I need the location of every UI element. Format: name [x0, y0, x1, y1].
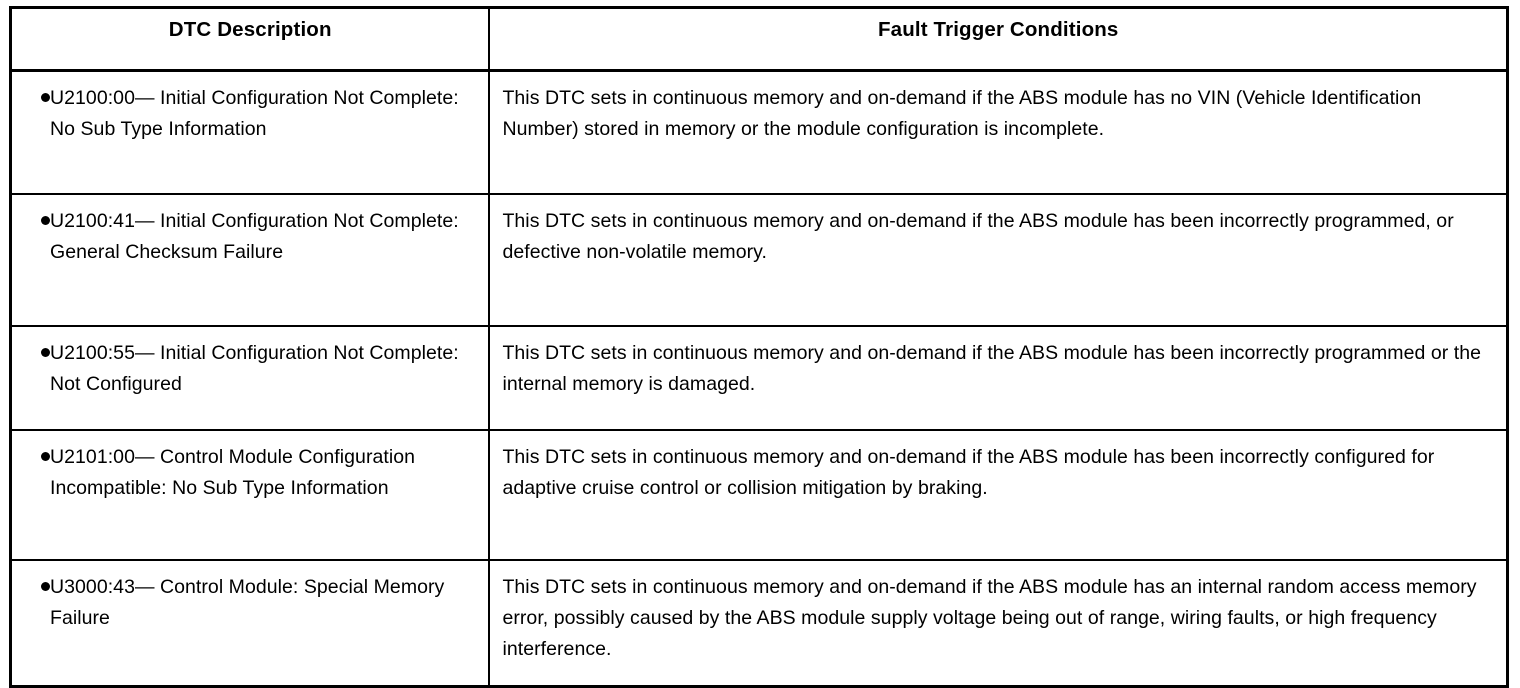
fault-trigger-condition-cell: This DTC sets in continuous memory and o…: [488, 69, 1509, 195]
dtc-description-cell: U2101:00— Control Module Configuration I…: [9, 429, 491, 561]
bullet-icon: [20, 83, 50, 114]
dtc-description-text: U2100:00— Initial Configuration Not Comp…: [50, 87, 459, 140]
fault-trigger-condition-text: This DTC sets in continuous memory and o…: [502, 210, 1454, 263]
fault-trigger-condition-text: This DTC sets in continuous memory and o…: [502, 576, 1477, 660]
table-header-row: DTC Description Fault Trigger Conditions: [9, 6, 1509, 72]
document-page: DTC Description Fault Trigger Conditions…: [0, 0, 1520, 570]
table-row: U2100:55— Initial Configuration Not Comp…: [9, 325, 1509, 431]
bullet-icon: [20, 338, 50, 369]
dtc-description-text: U2100:41— Initial Configuration Not Comp…: [50, 210, 459, 263]
bullet-icon: [20, 206, 50, 237]
column-header-dtc-description: DTC Description: [9, 6, 491, 72]
dtc-bullet-item: U2101:00— Control Module Configuration I…: [20, 442, 480, 504]
table-row: U2100:41— Initial Configuration Not Comp…: [9, 193, 1509, 327]
table-body: U2100:00— Initial Configuration Not Comp…: [9, 69, 1509, 688]
column-header-dtc-description-label: DTC Description: [168, 18, 332, 41]
dtc-bullet-item: U3000:43— Control Module: Special Memory…: [20, 572, 480, 634]
dtc-bullet-item: U2100:55— Initial Configuration Not Comp…: [20, 338, 480, 400]
dtc-description-cell: U3000:43— Control Module: Special Memory…: [9, 559, 491, 688]
dtc-description-cell: U2100:41— Initial Configuration Not Comp…: [9, 193, 491, 327]
table-header: DTC Description Fault Trigger Conditions: [9, 6, 1509, 72]
dtc-description-text: U3000:43— Control Module: Special Memory…: [50, 576, 445, 629]
dtc-description-text: U2100:55— Initial Configuration Not Comp…: [50, 342, 459, 395]
column-header-fault-trigger-conditions-label: Fault Trigger Conditions: [877, 18, 1119, 41]
dtc-description-text: U2101:00— Control Module Configuration I…: [50, 446, 416, 499]
bullet-icon: [20, 442, 50, 473]
fault-trigger-condition-text: This DTC sets in continuous memory and o…: [502, 446, 1435, 499]
fault-trigger-condition-cell: This DTC sets in continuous memory and o…: [488, 325, 1509, 431]
fault-trigger-condition-text: This DTC sets in continuous memory and o…: [502, 342, 1482, 395]
fault-trigger-condition-cell: This DTC sets in continuous memory and o…: [488, 429, 1509, 561]
fault-trigger-condition-cell: This DTC sets in continuous memory and o…: [488, 193, 1509, 327]
dtc-fault-table: DTC Description Fault Trigger Conditions…: [9, 6, 1509, 688]
table-row: U2101:00— Control Module Configuration I…: [9, 429, 1509, 561]
dtc-description-cell: U2100:55— Initial Configuration Not Comp…: [9, 325, 491, 431]
fault-trigger-condition-cell: This DTC sets in continuous memory and o…: [488, 559, 1509, 688]
table-row: U3000:43— Control Module: Special Memory…: [9, 559, 1509, 688]
bullet-icon: [20, 572, 50, 603]
dtc-bullet-item: U2100:00— Initial Configuration Not Comp…: [20, 83, 480, 145]
dtc-bullet-item: U2100:41— Initial Configuration Not Comp…: [20, 206, 480, 268]
table-row: U2100:00— Initial Configuration Not Comp…: [9, 69, 1509, 195]
column-header-fault-trigger-conditions: Fault Trigger Conditions: [488, 6, 1509, 72]
fault-trigger-condition-text: This DTC sets in continuous memory and o…: [502, 87, 1422, 140]
dtc-description-cell: U2100:00— Initial Configuration Not Comp…: [9, 69, 491, 195]
